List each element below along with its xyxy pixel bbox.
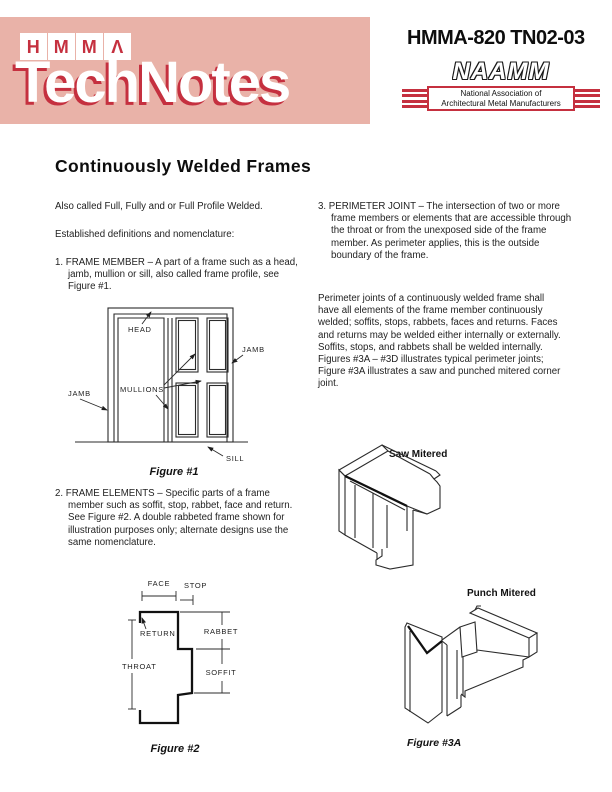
intro-paragraph-1: Also called Full, Fully and or Full Prof… bbox=[55, 201, 263, 212]
jamb-right-label: JAMB bbox=[242, 345, 265, 354]
frame-outline bbox=[75, 307, 248, 443]
hmma-letter: M bbox=[81, 36, 97, 57]
hmma-letter-box: Λ bbox=[104, 33, 131, 60]
figure2-dimensions: FACE STOP RETURN THROAT RABBET SOFFIT bbox=[122, 579, 238, 710]
figure1-frame-elevation: HEAD JAMB MULLIONS JAMB SILL Figure #1 bbox=[68, 307, 265, 478]
stripe bbox=[575, 94, 600, 98]
profile-outline bbox=[138, 610, 194, 725]
mullions-label: MULLIONS bbox=[120, 385, 164, 394]
page-title: Continuously Welded Frames bbox=[55, 156, 312, 176]
figure3-punch-mitered-drawing bbox=[404, 605, 539, 724]
item-text: PERIMETER JOINT – The intersection of tw… bbox=[328, 201, 572, 261]
naamm-stripes-right bbox=[575, 88, 600, 109]
figure1-callouts: HEAD JAMB MULLIONS JAMB SILL bbox=[68, 311, 265, 463]
stop-label: STOP bbox=[184, 581, 207, 590]
item-text: FRAME MEMBER – A part of a frame such as… bbox=[65, 257, 298, 293]
face-label: FACE bbox=[148, 579, 170, 588]
soffit-label: SOFFIT bbox=[206, 668, 237, 677]
figure3-saw-mitered-drawing bbox=[338, 444, 441, 570]
jamb-left-label: JAMB bbox=[68, 389, 91, 398]
hmma-letter: M bbox=[53, 36, 69, 57]
hmma-letter-box: H bbox=[20, 33, 47, 60]
head-label: HEAD bbox=[128, 325, 152, 334]
figure1-caption: Figure #1 bbox=[150, 466, 199, 478]
hmma-letter: H bbox=[26, 36, 40, 57]
punch-mitered-label: Punch Mitered bbox=[467, 588, 536, 599]
rabbet-label: RABBET bbox=[204, 627, 238, 636]
stripe bbox=[575, 105, 600, 109]
perimeter-paragraph: Perimeter joints of a continuously welde… bbox=[318, 293, 561, 390]
intro-paragraph-2: Established definitions and nomenclature… bbox=[55, 229, 235, 240]
hmma-letter: Λ bbox=[111, 36, 124, 57]
doc-number: HMMA-820 TN02-03 bbox=[407, 27, 585, 49]
hmma-logo: H M M Λ bbox=[20, 33, 131, 60]
item-number: 3. bbox=[318, 201, 327, 212]
stripe bbox=[402, 105, 427, 109]
stripe bbox=[402, 88, 427, 92]
figure2-frame-profile: FACE STOP RETURN THROAT RABBET SOFFIT bbox=[122, 579, 238, 755]
definition-item-1: 1. FRAME MEMBER – A part of a frame such… bbox=[55, 257, 302, 294]
definition-item-3: 3. PERIMETER JOINT – The intersection of… bbox=[318, 201, 576, 262]
definition-item-2: 2. FRAME ELEMENTS – Specific parts of a … bbox=[55, 488, 302, 549]
stripe bbox=[402, 94, 427, 98]
return-label: RETURN bbox=[140, 629, 175, 638]
hmma-letter-box: M bbox=[76, 33, 103, 60]
hmma-letter-box: M bbox=[48, 33, 75, 60]
stripe bbox=[575, 88, 600, 92]
saw-mitered-label: Saw Mitered bbox=[389, 449, 448, 460]
naamm-logo: NAAMM National Association of Architectu… bbox=[402, 60, 600, 111]
naamm-name-line1: National Association of bbox=[460, 89, 542, 98]
naamm-name-box: National Association of Architectural Me… bbox=[427, 86, 575, 111]
punch-mitered-joint bbox=[404, 605, 539, 724]
throat-label: THROAT bbox=[122, 662, 156, 671]
item-number: 2. bbox=[55, 488, 64, 499]
technotes-wordmark: TechNotes bbox=[15, 50, 291, 115]
naamm-name-line2: Architectural Metal Manufacturers bbox=[441, 98, 561, 108]
saw-mitered-joint bbox=[338, 444, 441, 570]
naamm-stripes-left bbox=[402, 88, 427, 109]
naamm-banner: National Association of Architectural Me… bbox=[402, 86, 600, 111]
naamm-acronym: NAAMM bbox=[452, 58, 550, 85]
item-text: FRAME ELEMENTS – Specific parts of a fra… bbox=[65, 488, 293, 548]
header-band: H M M Λ TechNotes bbox=[0, 17, 370, 124]
figure3-caption: Figure #3A bbox=[407, 737, 462, 749]
figure2-caption: Figure #2 bbox=[151, 743, 200, 755]
stripe bbox=[402, 99, 427, 103]
stripe bbox=[575, 99, 600, 103]
item-number: 1. bbox=[55, 257, 64, 268]
sill-label: SILL bbox=[226, 454, 244, 463]
